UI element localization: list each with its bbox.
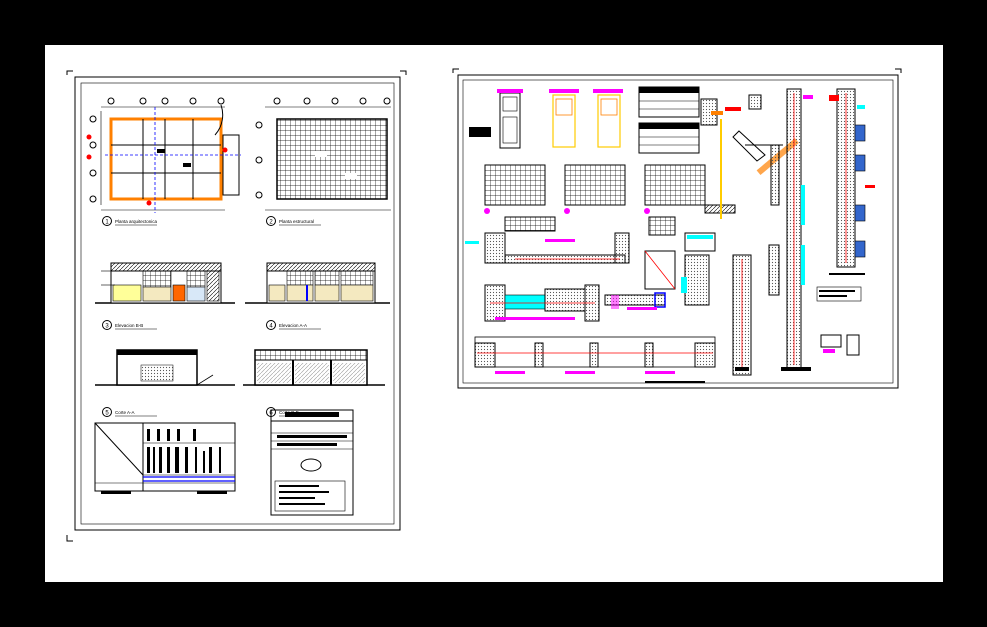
label-number: 5 bbox=[105, 411, 109, 417]
schedule-table bbox=[94, 422, 236, 494]
sheet-2 bbox=[452, 68, 902, 389]
label-number: 2 bbox=[269, 220, 273, 226]
label-number-circle bbox=[102, 407, 112, 417]
label-title: Planta estructural bbox=[279, 219, 314, 224]
title-block bbox=[270, 409, 354, 516]
label-number: 1 bbox=[105, 220, 109, 226]
wall-section bbox=[748, 88, 813, 371]
drawing-label-2: 2 Planta estructural bbox=[266, 216, 321, 226]
door-details bbox=[497, 89, 623, 149]
label-number: 4 bbox=[269, 324, 273, 330]
detail-tables bbox=[469, 86, 700, 154]
drawing-label-1: 1 Planta arquitectonica bbox=[102, 216, 158, 226]
label-title: Corte B-B bbox=[279, 410, 299, 415]
label-number: 3 bbox=[105, 324, 109, 330]
sheet-1 bbox=[66, 70, 407, 542]
elevation-a-a bbox=[245, 262, 390, 304]
label-number-circle bbox=[102, 216, 112, 226]
drawing-label-4: 4 Elevacion A-A bbox=[266, 320, 321, 330]
floor-plan bbox=[86, 97, 241, 213]
sheet-1-border bbox=[74, 76, 401, 531]
sheet-2-border bbox=[457, 74, 899, 389]
elevation-b-b bbox=[95, 262, 235, 304]
drawing-canvas: 1 Planta arquitectonica 2 Planta estructura… bbox=[45, 45, 943, 582]
structural-plan bbox=[255, 97, 391, 211]
beam-sections bbox=[465, 232, 716, 374]
label-number-circle bbox=[266, 216, 276, 226]
window-sill-details bbox=[816, 88, 875, 356]
drawing-label-3: 3 Elevacion B-B bbox=[102, 320, 157, 330]
drawing-label-5: 5 Corte A-A bbox=[102, 407, 157, 417]
drawing-label-6: 6 Corte B-B bbox=[266, 407, 321, 417]
label-number-circle bbox=[102, 320, 112, 330]
label-title: Planta arquitectonica bbox=[115, 219, 158, 224]
label-title: Elevacion B-B bbox=[115, 323, 143, 328]
label-title: Elevacion A-A bbox=[279, 323, 307, 328]
cad-drawing: 1 Planta arquitectonica 2 Planta estructura… bbox=[66, 68, 902, 542]
window-elevations bbox=[484, 164, 706, 236]
scale-bar bbox=[645, 381, 705, 383]
section-a-a bbox=[95, 349, 235, 386]
label-number-circle bbox=[266, 407, 276, 417]
label-title: Corte A-A bbox=[115, 410, 135, 415]
section-b-b bbox=[243, 349, 385, 386]
label-number-circle bbox=[266, 320, 276, 330]
label-number: 6 bbox=[269, 411, 273, 417]
